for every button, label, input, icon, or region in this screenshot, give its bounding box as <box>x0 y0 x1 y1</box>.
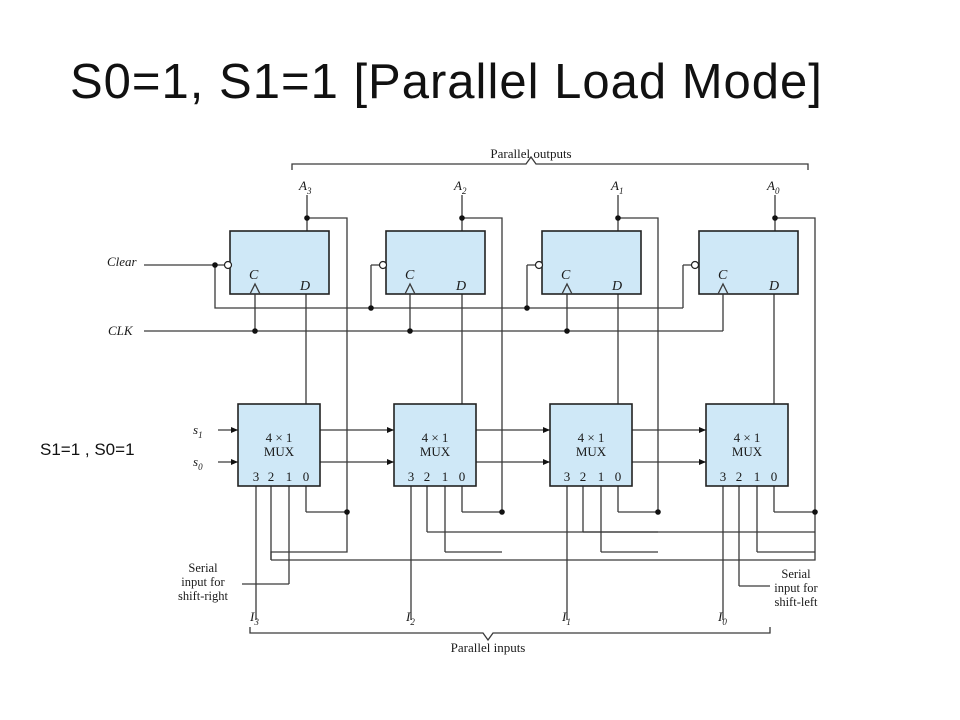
output-label-a1: A1 <box>610 178 623 196</box>
clear-label: Clear <box>107 254 138 269</box>
clock-pin-label: C <box>249 268 259 283</box>
data-pin-label: D <box>299 279 310 294</box>
svg-text:shift-left: shift-left <box>774 595 818 609</box>
parallel-inputs-label: Parallel inputs <box>451 640 526 655</box>
mux-pin-2: 2 <box>580 469 587 484</box>
mux-label-name: MUX <box>264 444 295 459</box>
mux-pin-3: 3 <box>253 469 260 484</box>
flip-flop-0: C D <box>690 230 799 295</box>
parallel-outputs-label: Parallel outputs <box>490 146 571 161</box>
mux-pin-1: 1 <box>598 469 605 484</box>
mode-select-note: S1=1 , S0=1 <box>40 440 135 459</box>
mux-pin-3: 3 <box>564 469 571 484</box>
serial-input-shift-left-label: Serial input for shift-left <box>774 567 818 609</box>
mux-pin-0: 0 <box>459 469 466 484</box>
wires <box>144 155 816 642</box>
mux-1: 4 × 1 MUX 3 2 1 0 <box>549 403 633 487</box>
mux-label-size: 4 × 1 <box>422 430 449 445</box>
mux-pin-3: 3 <box>720 469 727 484</box>
input-label-i2: I2 <box>405 609 415 627</box>
mux-label-size: 4 × 1 <box>266 430 293 445</box>
svg-text:input for: input for <box>774 581 818 595</box>
output-label-a2: A2 <box>453 178 467 196</box>
mux-label-name: MUX <box>732 444 763 459</box>
input-label-i0: I0 <box>717 609 727 627</box>
mux-pin-3: 3 <box>408 469 415 484</box>
mux-pin-2: 2 <box>424 469 431 484</box>
select-line-s1: s1 <box>193 422 203 440</box>
mux-label-size: 4 × 1 <box>578 430 605 445</box>
data-pin-label: D <box>611 279 622 294</box>
svg-text:Serial: Serial <box>781 567 811 581</box>
mux-2: 4 × 1 MUX 3 2 1 0 <box>393 403 477 487</box>
serial-input-shift-right-label: Serial input for shift-right <box>178 561 229 603</box>
svg-text:Serial: Serial <box>188 561 218 575</box>
mux-pin-1: 1 <box>754 469 761 484</box>
input-label-i1: I1 <box>561 609 571 627</box>
flip-flop-3: C D <box>223 230 330 295</box>
clock-pin-label: C <box>718 268 728 283</box>
clk-label: CLK <box>108 323 134 338</box>
mux-pin-1: 1 <box>286 469 293 484</box>
output-label-a0: A0 <box>766 178 780 196</box>
flip-flop-1: C D <box>534 230 642 295</box>
mux-label-size: 4 × 1 <box>734 430 761 445</box>
mux-pin-0: 0 <box>771 469 778 484</box>
mux-0: 4 × 1 MUX 3 2 1 0 <box>705 403 789 487</box>
data-pin-label: D <box>768 279 779 294</box>
junction-dots <box>212 215 818 515</box>
flip-flop-2: C D <box>378 230 486 295</box>
clock-pin-label: C <box>405 268 415 283</box>
clock-pin-label: C <box>561 268 571 283</box>
input-label-i3: I3 <box>249 609 259 627</box>
mux-pin-2: 2 <box>736 469 743 484</box>
svg-text:input for: input for <box>181 575 225 589</box>
svg-text:shift-right: shift-right <box>178 589 229 603</box>
select-line-s0: s0 <box>193 454 203 472</box>
output-label-a3: A3 <box>298 178 312 196</box>
mux-label-name: MUX <box>576 444 607 459</box>
mux-label-name: MUX <box>420 444 451 459</box>
mux-3: 4 × 1 MUX 3 2 1 0 <box>237 403 321 487</box>
mux-pin-0: 0 <box>615 469 622 484</box>
mux-pin-0: 0 <box>303 469 310 484</box>
mux-pin-2: 2 <box>268 469 275 484</box>
slide-title: S0=1, S1=1 [Parallel Load Mode] <box>70 55 823 109</box>
data-pin-label: D <box>455 279 466 294</box>
mux-pin-1: 1 <box>442 469 449 484</box>
